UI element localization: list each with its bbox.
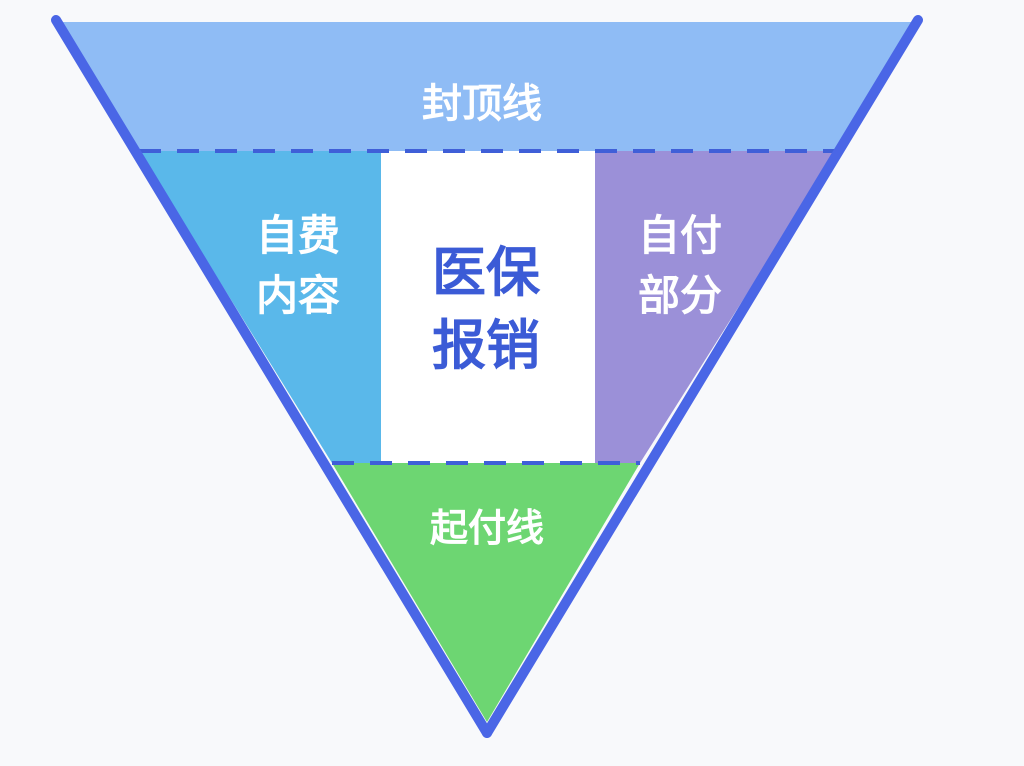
self-paid-content-section	[139, 151, 381, 463]
triangle-right-edge	[482, 15, 923, 738]
insurance-reimbursement-label-line2: 报销	[432, 314, 540, 377]
deductible-section	[332, 463, 640, 722]
co-payment-section	[595, 151, 837, 463]
self-paid-label-line1: 自费	[256, 211, 340, 260]
ceiling-label: 封顶线	[422, 81, 542, 127]
triangle-left-edge	[51, 15, 492, 738]
deductible-label: 起付线	[430, 506, 544, 550]
co-payment-label-line2: 部分	[638, 271, 722, 320]
insurance-reimbursement-label-line1: 医保	[432, 241, 541, 304]
self-paid-label-line2: 内容	[256, 271, 340, 320]
co-payment-label-line1: 自付	[638, 211, 722, 260]
ceiling-band	[62, 22, 914, 151]
insurance-reimbursement-section	[381, 151, 595, 463]
